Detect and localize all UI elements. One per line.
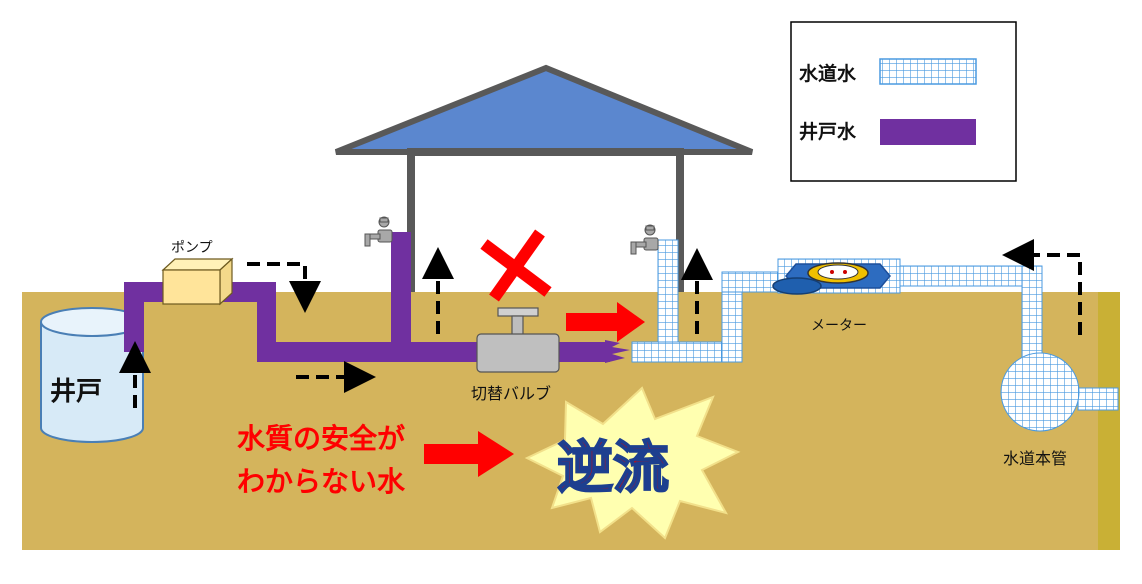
flow-arrow-icon [247, 262, 321, 313]
legend-well-water-label: 井戸水 [799, 121, 857, 143]
backflow-starburst [524, 386, 741, 540]
main-pipe-label: 水道本管 [1003, 449, 1067, 468]
well-label: 井戸 [50, 377, 102, 407]
switch-valve: 切替バルブ [471, 307, 560, 403]
unsafe-water-line1: 水質の安全が [237, 422, 405, 455]
well-water-pipe [124, 232, 630, 363]
x-mark-icon [480, 229, 552, 302]
legend: 水道水 井戸水 [790, 21, 1017, 182]
pump-label: ポンプ [171, 240, 213, 256]
faucet-icon [364, 216, 393, 247]
legend-tap-water-label: 水道水 [799, 62, 857, 85]
ground-edge [1098, 292, 1120, 550]
legend-well-water-swatch [880, 119, 976, 145]
house [334, 64, 754, 292]
pump: ポンプ [161, 240, 234, 306]
valve-label: 切替バルブ [471, 384, 551, 403]
flow-arrows [119, 239, 1082, 408]
meter-icon: メーター [772, 258, 901, 334]
flow-arrow-icon [1002, 239, 1082, 335]
unsafe-water-line2: わからない水 [237, 465, 406, 498]
legend-tap-water-swatch [879, 58, 977, 85]
meter-label: メーター [811, 318, 867, 334]
tap-water-pipe [631, 239, 1119, 432]
backflow-label: 逆流 [557, 436, 669, 501]
cause-arrow [424, 431, 514, 477]
backflow-arrow [566, 302, 645, 342]
faucet-icon [630, 224, 659, 255]
